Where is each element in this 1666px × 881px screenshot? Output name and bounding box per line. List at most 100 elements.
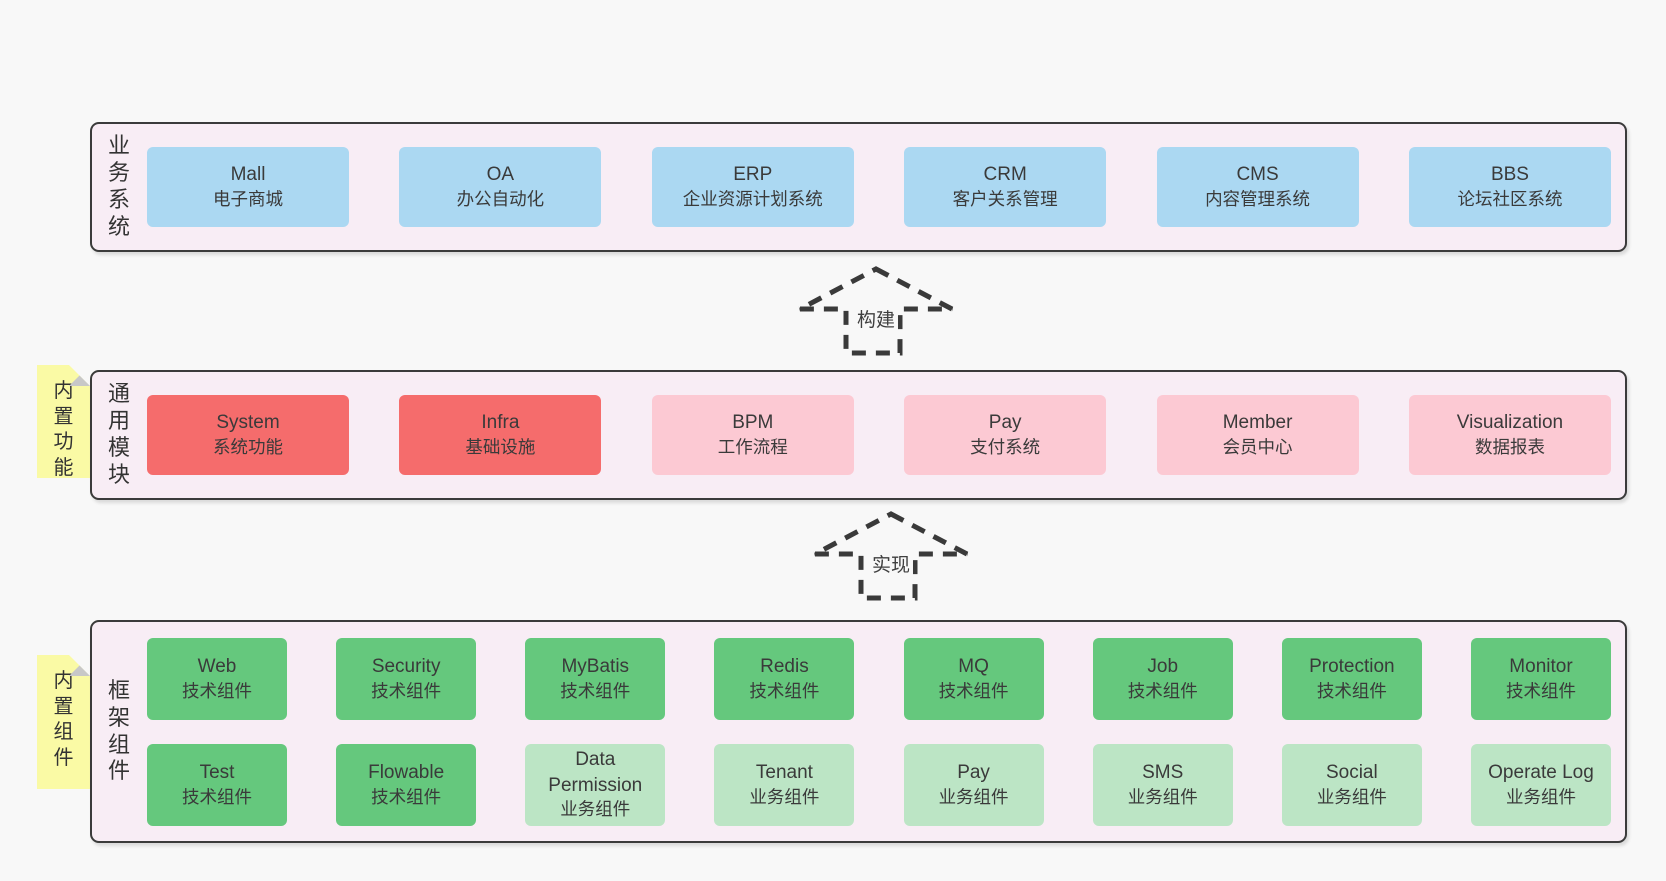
box-cms: CMS 内容管理系统 — [1156, 147, 1359, 227]
business-box-row: Mall 电子商城 OA 办公自动化 ERP 企业资源计划系统 CRM 客户关系管理 CMS 内容… — [147, 147, 1611, 227]
box-title: MQ — [958, 655, 989, 677]
box-crm: CRM 客户关系管理 — [904, 147, 1107, 227]
box-title: Pay — [957, 761, 990, 783]
box-title: BBS — [1490, 164, 1529, 186]
box-title: Mall — [230, 164, 266, 186]
box-subtitle: 技术组件 — [371, 680, 442, 701]
box-title: Infra — [481, 412, 520, 434]
dashed-up-arrow-icon — [798, 266, 954, 356]
arrow-build-label: 构建 — [853, 305, 899, 332]
note-fold-corner-icon — [69, 655, 90, 676]
box-title: Operate Log — [1488, 761, 1594, 783]
box-title: Flowable — [368, 761, 445, 783]
box-title: Job — [1147, 655, 1179, 677]
box-title: Web — [197, 655, 237, 677]
box-operate-log: Operate Log 业务组件 — [1470, 743, 1611, 826]
box-system: System 系统功能 — [147, 395, 349, 475]
box-title: Protection — [1309, 655, 1395, 677]
box-title: SMS — [1142, 761, 1184, 783]
sticky-note-built-in-features: 内置功能 — [37, 365, 90, 478]
box-redis: Redis 技术组件 — [714, 637, 855, 720]
box-title: Social — [1325, 761, 1378, 783]
box-title: OA — [486, 164, 515, 186]
box-title: Tenant — [755, 761, 813, 783]
box-title: ERP — [733, 164, 773, 186]
box-subtitle: 基础设施 — [465, 437, 536, 457]
box-mq: MQ 技术组件 — [903, 637, 1044, 720]
box-subtitle: 企业资源计划系统 — [682, 189, 823, 209]
box-subtitle: 技术组件 — [1505, 680, 1576, 701]
box-flowable: Flowable 技术组件 — [336, 743, 477, 826]
box-visualization: Visualization 数据报表 — [1408, 395, 1611, 475]
box-protection: Protection 技术组件 — [1281, 637, 1422, 720]
arrow-implement: 实现 — [811, 510, 971, 602]
box-subtitle: 技术组件 — [371, 786, 442, 807]
box-subtitle: 办公自动化 — [456, 189, 545, 209]
box-web: Web 技术组件 — [147, 637, 287, 720]
box-title: Visualization — [1456, 412, 1564, 434]
box-subtitle: 技术组件 — [560, 680, 631, 701]
box-subtitle: 业务组件 — [749, 786, 820, 807]
box-security: Security 技术组件 — [336, 637, 477, 720]
box-subtitle: 业务组件 — [1505, 786, 1576, 807]
box-subtitle: 内容管理系统 — [1205, 189, 1311, 209]
box-infra: Infra 基础设施 — [399, 395, 602, 475]
box-sms: SMS 业务组件 — [1092, 743, 1233, 826]
box-mybatis: MyBatis 技术组件 — [525, 637, 666, 720]
box-title: Member — [1222, 412, 1293, 434]
box-job: Job 技术组件 — [1092, 637, 1233, 720]
box-subtitle: 技术组件 — [182, 786, 252, 807]
box-title: Redis — [760, 655, 809, 677]
box-subtitle: 论坛社区系统 — [1457, 189, 1563, 209]
box-tenant: Tenant 业务组件 — [714, 743, 855, 826]
box-subtitle: 技术组件 — [1127, 680, 1198, 701]
box-subtitle: 数据报表 — [1474, 437, 1545, 457]
note-fold-corner-icon — [69, 365, 90, 386]
box-subtitle: 客户关系管理 — [952, 189, 1058, 209]
box-subtitle: 会员中心 — [1222, 437, 1293, 457]
box-social: Social 业务组件 — [1281, 743, 1422, 826]
box-subtitle: 业务组件 — [1127, 786, 1198, 807]
sticky-note-built-in-components: 内置组件 — [37, 655, 90, 789]
box-subtitle: 技术组件 — [1316, 680, 1387, 701]
sticky-note-text: 内置功能 — [53, 380, 74, 479]
box-title: Pay — [988, 412, 1022, 434]
box-subtitle: 工作流程 — [717, 437, 788, 457]
box-bpm: BPM 工作流程 — [651, 395, 854, 475]
sticky-note-text: 内置组件 — [53, 670, 74, 769]
box-subtitle: 业务组件 — [1316, 786, 1387, 807]
arrow-implement-label: 实现 — [868, 550, 914, 577]
box-mall: Mall 电子商城 — [147, 147, 349, 227]
box-title: CMS — [1236, 164, 1279, 186]
box-subtitle: 系统功能 — [213, 437, 283, 457]
box-bbs: BBS 论坛社区系统 — [1408, 147, 1611, 227]
layer-label-common-modules: 通用模块 — [107, 381, 131, 487]
box-member: Member 会员中心 — [1156, 395, 1359, 475]
box-title: MyBatis — [561, 655, 630, 677]
box-subtitle: 业务组件 — [560, 799, 631, 820]
box-subtitle: 技术组件 — [182, 680, 252, 701]
arrow-build: 构建 — [796, 265, 956, 357]
box-title: Security — [371, 655, 441, 677]
box-erp: ERP 企业资源计划系统 — [651, 147, 854, 227]
box-title: BPM — [732, 412, 774, 434]
box-title: System — [216, 412, 280, 434]
box-title: Monitor — [1509, 655, 1573, 677]
box-subtitle: 电子商城 — [213, 189, 283, 209]
box-title: CRM — [983, 164, 1027, 186]
box-subtitle: 技术组件 — [938, 680, 1009, 701]
dashed-up-arrow-icon — [813, 511, 969, 601]
box-subtitle: 技术组件 — [749, 680, 820, 701]
layer-label-framework-components: 框架组件 — [107, 677, 131, 784]
